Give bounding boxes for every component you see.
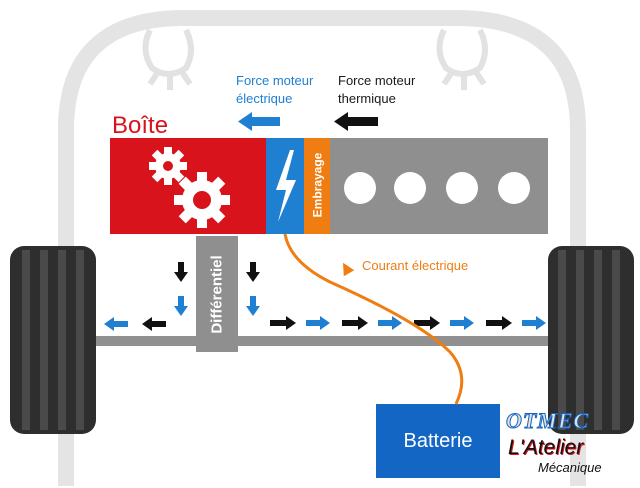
current-label: Courant électrique (362, 258, 469, 273)
wheel-icon (548, 246, 634, 434)
wheel-icon (10, 246, 96, 434)
clutch-label-wrap: Embrayage (304, 138, 330, 232)
differential-label-wrap: Différentiel (196, 236, 238, 352)
clutch-block (304, 138, 330, 234)
arrow-left-thermal (334, 112, 378, 131)
arrows-left-axle (104, 317, 166, 331)
logo-otmec-text: OTMEC (505, 408, 590, 434)
battery-block (376, 404, 500, 478)
electric-force-label: Force moteur électrique (236, 73, 314, 106)
differential-block (196, 236, 238, 352)
battery-label: Batterie (403, 429, 473, 452)
car-body-outline (58, 9, 586, 486)
clutch-label: Embrayage (310, 152, 325, 218)
electric-current-wire (283, 233, 464, 405)
arrows-right-axle (270, 316, 546, 330)
logo-mecanique-text: Mécanique (538, 460, 602, 475)
thermal-force-label: Force moteur thermique (338, 73, 416, 106)
logo: OTMEC L'Atelier Mécanique (504, 408, 638, 486)
engine-cylinders (344, 172, 530, 204)
headlight-icon (436, 28, 488, 90)
arrow-current (343, 262, 355, 277)
axle (80, 336, 564, 346)
arrow-down-electric (174, 296, 260, 316)
gears-icon (149, 147, 230, 228)
logo-atelier-text: L'Atelier (508, 436, 584, 459)
gearbox-label: Boîte (112, 112, 169, 139)
arrow-down-thermal (174, 262, 260, 282)
differential-label: Différentiel (208, 254, 226, 334)
headlight-icon (142, 28, 194, 90)
lightning-icon (276, 150, 296, 222)
arrow-left-electric (238, 112, 280, 131)
